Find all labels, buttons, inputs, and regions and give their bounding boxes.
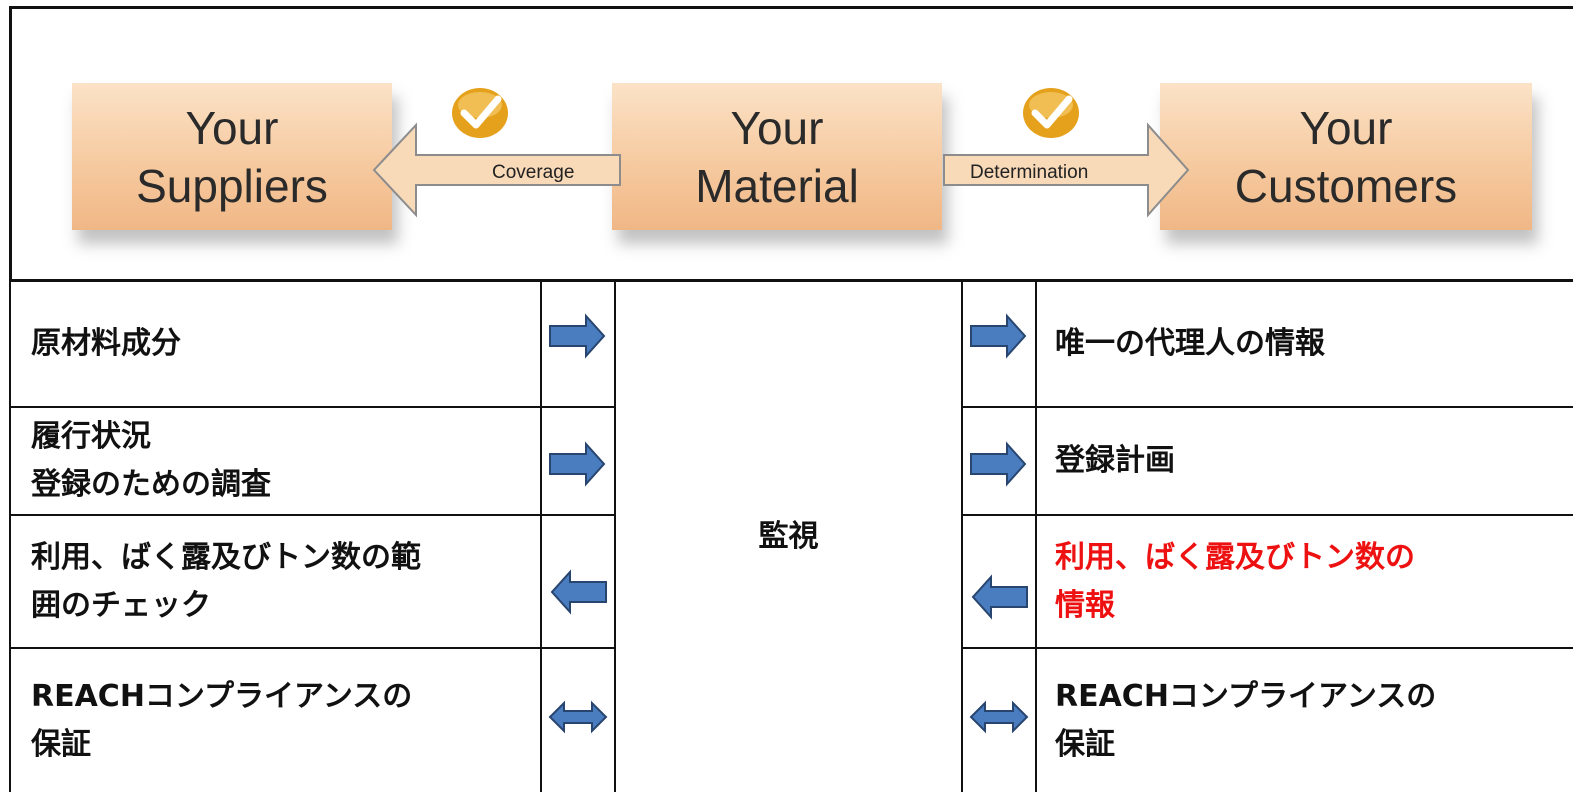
material-line1: Your [730,101,824,154]
left-row-1-arrow [542,306,614,366]
right-row-3-arrow [963,567,1035,627]
arrow-both-shape [548,700,608,734]
arrow-right-icon [549,313,606,359]
suppliers-line1: Your [185,101,279,154]
suppliers-box: Your Suppliers [72,83,392,230]
row-divider [961,406,1573,408]
suppliers-line2: Suppliers [136,159,328,212]
monitoring-table: 監視 原材料成分 履行状況 登録のための調査 利用、ばく露及びトン数の範 囲のチ… [9,282,1573,792]
left-row-2-line-2: 登録のための調査 [31,467,271,502]
material-box: Your Material [612,83,942,230]
table-divider [540,282,542,792]
left-row-3-line-1: 利用、ばく露及びトン数の範 [31,539,421,575]
row-divider [961,647,1573,649]
right-row-2-arrow [963,434,1035,494]
material-line2: Material [695,159,859,212]
coverage-arrow-left-icon: Coverage [372,122,621,218]
arrow-left-shape [550,569,607,615]
row-divider [9,514,616,516]
arrow-both-shape [969,700,1029,734]
coverage-label: Coverage [492,162,574,183]
table-divider [961,282,963,792]
arrow-both-icon [969,700,1029,734]
left-row-2-arrow [542,434,614,494]
determination-arrow-right-icon: Determination [943,122,1190,218]
check-badge-icon [1023,88,1079,138]
arrow-right-shape [549,441,606,487]
monitoring-label: 監視 [758,519,819,554]
monitoring-cell: 監視 [616,282,961,792]
left-row-3-line-2: 囲のチェック [31,587,211,623]
left-row-4-line-1: REACHコンプライアンスの [31,678,413,714]
right-row-2: 登録計画 [1055,408,1567,514]
row-divider [9,647,616,649]
arrow-right-icon [549,441,606,487]
customers-box: Your Customers [1160,83,1532,230]
arrow-right-icon [970,441,1027,487]
right-row-1: 唯一の代理人の情報 [1055,282,1567,406]
arrow-right-shape [549,313,606,359]
right-row-4-line-1: REACHコンプライアンスの [1055,678,1437,714]
right-row-4: REACHコンプライアンスの 保証 [1055,649,1567,792]
left-row-3-arrow [542,562,614,622]
left-row-1-line-1: 原材料成分 [31,326,181,361]
arrow-left-icon [550,569,607,615]
arrow-right-icon [970,313,1027,359]
determination-label: Determination [970,162,1088,183]
right-row-3-line-2: 情報 [1055,587,1115,623]
row-divider [9,406,616,408]
table-border-left [9,282,11,792]
right-row-4-arrow [963,687,1035,747]
left-row-2: 履行状況 登録のための調査 [31,408,536,514]
right-row-3: 利用、ばく露及びトン数の 情報 [1055,516,1567,647]
left-row-3: 利用、ばく露及びトン数の範 囲のチェック [31,516,536,647]
left-row-1: 原材料成分 [31,282,536,406]
right-row-1-line-1: 唯一の代理人の情報 [1055,326,1325,361]
left-row-4: REACHコンプライアンスの 保証 [31,649,536,792]
right-row-4-line-2: 保証 [1055,726,1115,762]
supply-chain-banner: Your Suppliers Your Material Your Custom… [9,6,1573,282]
left-row-2-line-1: 履行状況 [31,419,151,454]
arrow-right-shape [970,441,1027,487]
left-row-4-line-2: 保証 [31,726,91,762]
arrow-left-icon [971,574,1028,620]
left-row-4-arrow [542,687,614,747]
customers-line1: Your [1299,101,1393,154]
arrow-both-icon [548,700,608,734]
right-row-2-line-1: 登録計画 [1055,443,1175,478]
table-divider [1035,282,1037,792]
check-badge-icon [452,88,508,138]
right-row-3-line-1: 利用、ばく露及びトン数の [1055,539,1415,575]
right-row-1-arrow [963,306,1035,366]
row-divider [961,514,1573,516]
table-divider [614,282,616,792]
arrow-left-shape [971,574,1028,620]
arrow-right-shape [970,313,1027,359]
customers-line2: Customers [1234,159,1458,212]
